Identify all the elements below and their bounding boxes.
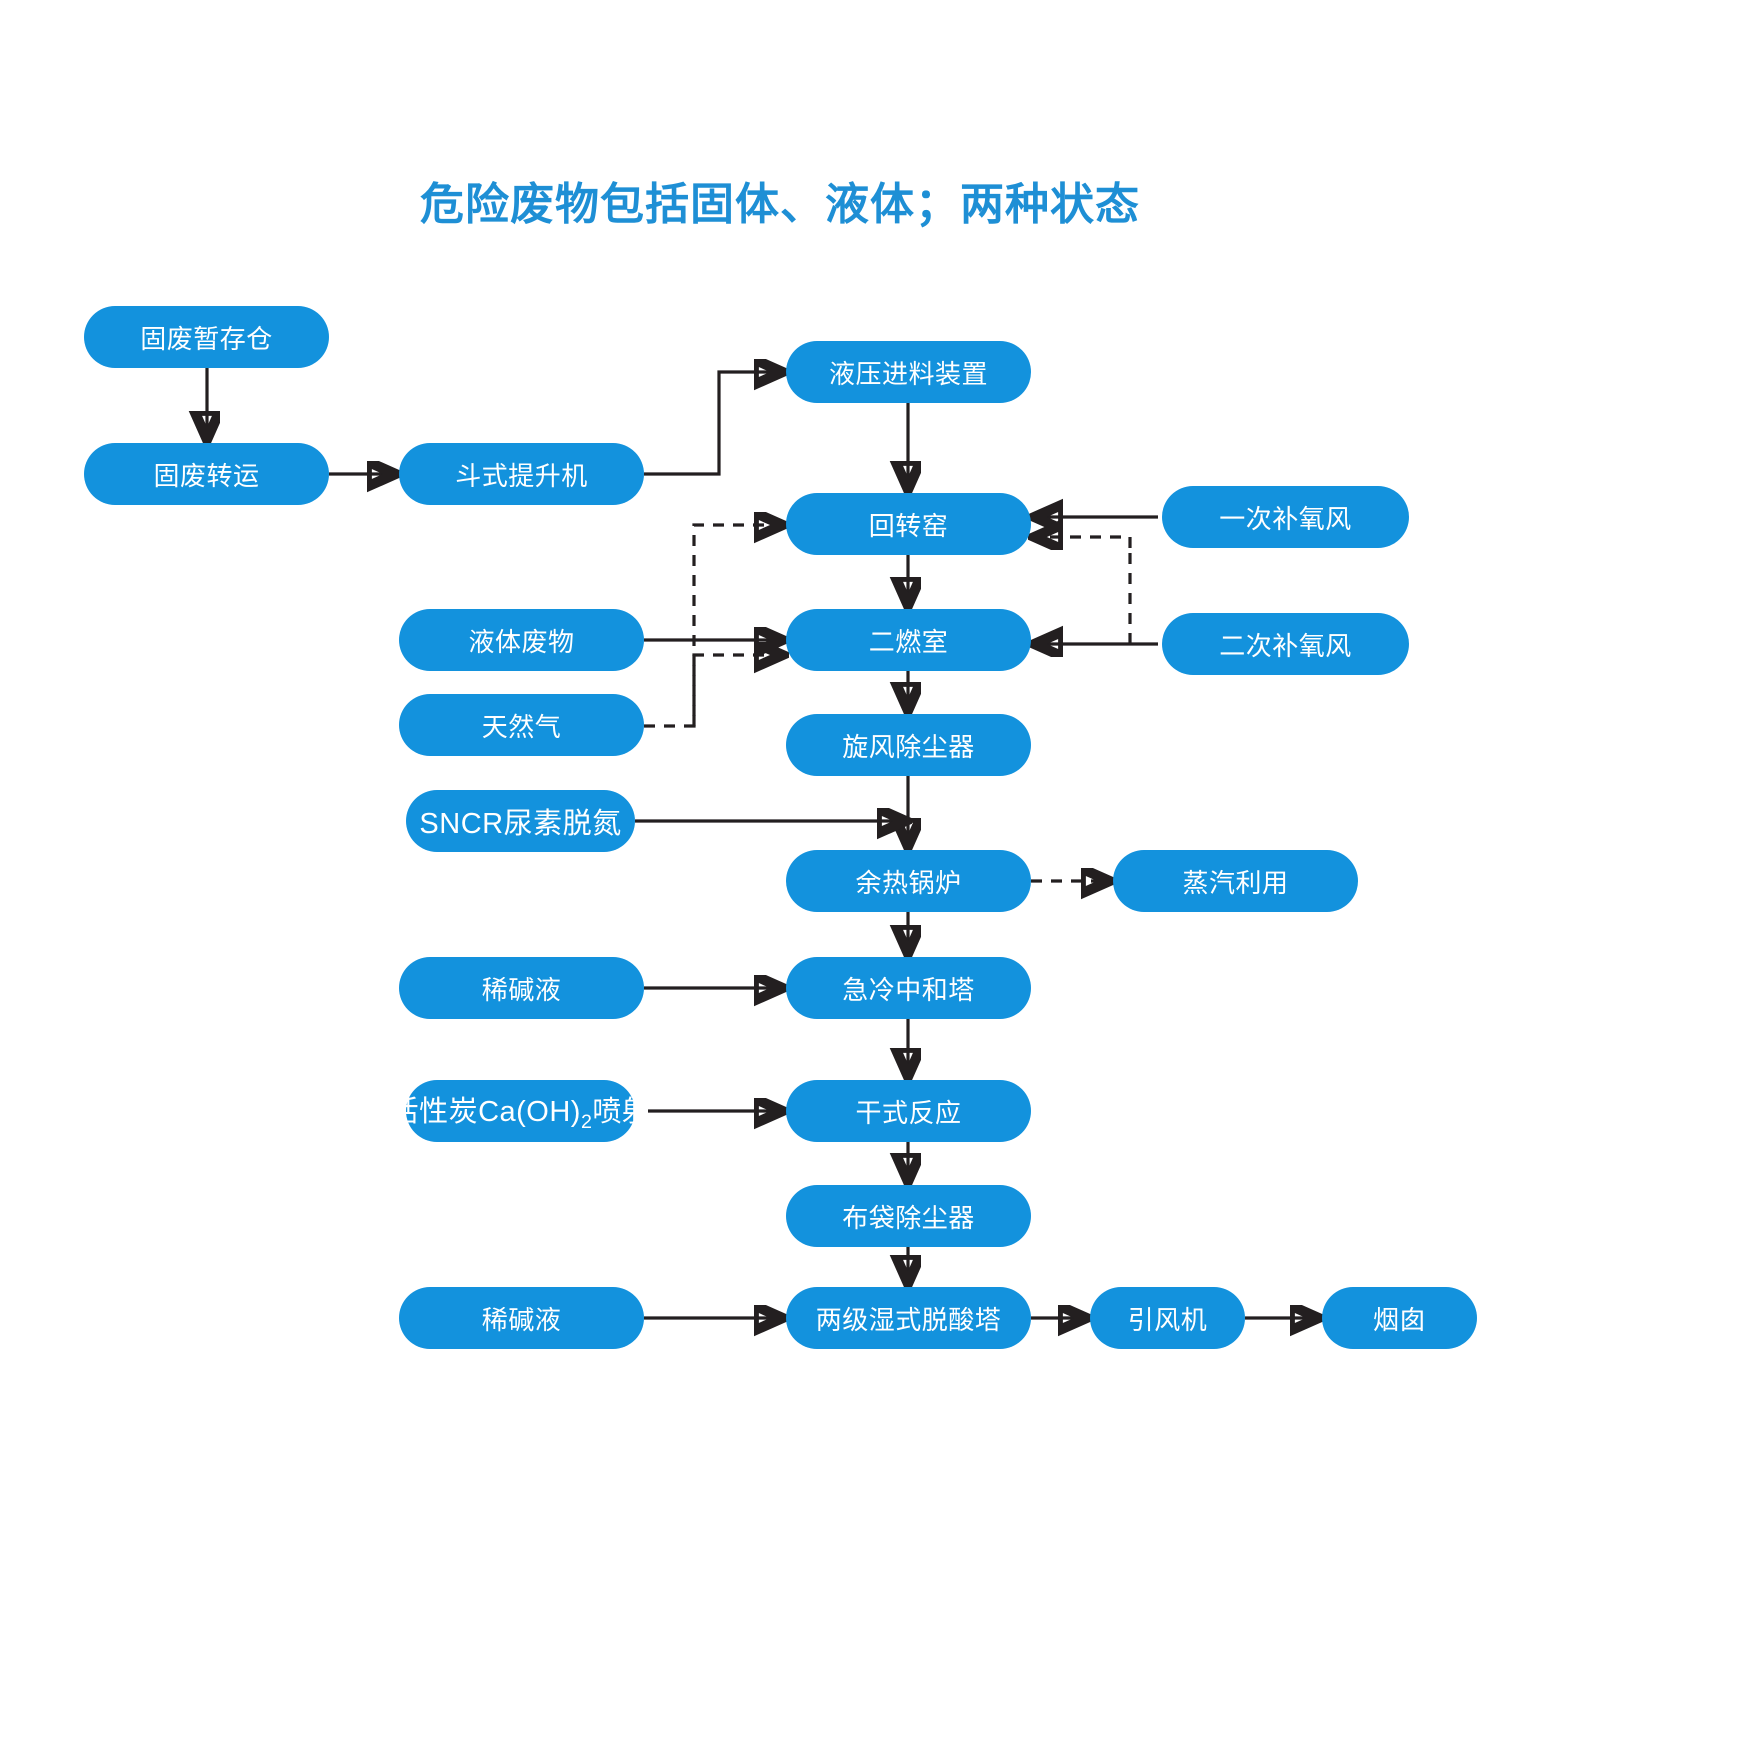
node-stack[interactable]: 烟囱 [1322,1287,1477,1349]
node-liquid-waste[interactable]: 液体废物 [399,609,644,671]
node-label: 稀碱液 [481,974,562,1005]
node-hydraulic-feeder[interactable]: 液压进料装置 [786,341,1031,403]
node-label: 固废暂存仓 [140,323,273,354]
node-label: 一次补氧风 [1219,503,1352,534]
node-label: 二次补氧风 [1219,630,1352,661]
node-sncr-urea-denitration[interactable]: SNCR尿素脱氮 [406,790,635,852]
node-cyclone-dust-collector[interactable]: 旋风除尘器 [786,714,1031,776]
edge-elevator-to-feeder [644,372,780,476]
node-label: 引风机 [1127,1304,1208,1335]
page-title: 危险废物包括固体、液体；两种状态 [420,180,1140,229]
node-label-tail: 喷射 [592,1096,652,1129]
node-two-stage-wet-scrubber[interactable]: 两级湿式脱酸塔 [786,1287,1031,1349]
node-secondary-oxygen-air[interactable]: 二次补氧风 [1162,613,1409,675]
node-bucket-elevator[interactable]: 斗式提升机 [399,443,644,505]
node-waste-heat-boiler[interactable]: 余热锅炉 [786,850,1031,912]
node-label: 液体废物 [468,626,575,657]
node-label: 烟囱 [1372,1304,1426,1335]
node-induced-draft-fan[interactable]: 引风机 [1090,1287,1245,1349]
node-second-combustion-chamber[interactable]: 二燃室 [786,609,1031,671]
edge-primary-air-dashed-to-kiln [1037,537,1132,548]
node-steam-utilization[interactable]: 蒸汽利用 [1113,850,1358,912]
node-label: 干式反应 [855,1097,962,1128]
node-dilute-alkali-lower[interactable]: 稀碱液 [399,1287,644,1349]
node-label: 急冷中和塔 [842,974,975,1005]
node-label: 天然气 [481,711,562,742]
node-primary-oxygen-air[interactable]: 一次补氧风 [1162,486,1409,548]
node-label-subscript: 2 [580,1110,593,1133]
node-label: 液压进料装置 [828,358,988,389]
node-label: 斗式提升机 [455,460,588,491]
node-activated-carbon-injection[interactable]: 活性炭Ca(OH)2喷射 [390,1080,651,1142]
node-solid-storage[interactable]: 固废暂存仓 [84,306,329,368]
node-bag-filter[interactable]: 布袋除尘器 [786,1185,1031,1247]
node-label: 布袋除尘器 [842,1202,975,1233]
node-label: 二燃室 [868,626,949,657]
node-label: 蒸汽利用 [1182,867,1289,898]
node-dry-reaction[interactable]: 干式反应 [786,1080,1031,1142]
node-label: 稀碱液 [481,1304,562,1335]
node-rotary-kiln[interactable]: 回转窑 [786,493,1031,555]
node-solid-transfer[interactable]: 固废转运 [84,443,329,505]
node-quench-neutralization-tower[interactable]: 急冷中和塔 [786,957,1031,1019]
node-dilute-alkali-upper[interactable]: 稀碱液 [399,957,644,1019]
node-label-main: 活性炭Ca(OH) [389,1096,581,1129]
node-natural-gas[interactable]: 天然气 [399,694,644,756]
node-label: 旋风除尘器 [842,731,975,762]
node-label: 回转窑 [868,510,949,541]
node-label: 两级湿式脱酸塔 [815,1304,1002,1335]
node-label: 固废转运 [153,460,260,491]
edge-gas-to-kiln [692,525,780,726]
node-label: 活性炭Ca(OH)2喷射 [390,1088,652,1134]
node-label: 余热锅炉 [855,867,962,898]
node-label: SNCR尿素脱氮 [419,808,622,840]
edge-gas-to-chamber [644,655,780,728]
